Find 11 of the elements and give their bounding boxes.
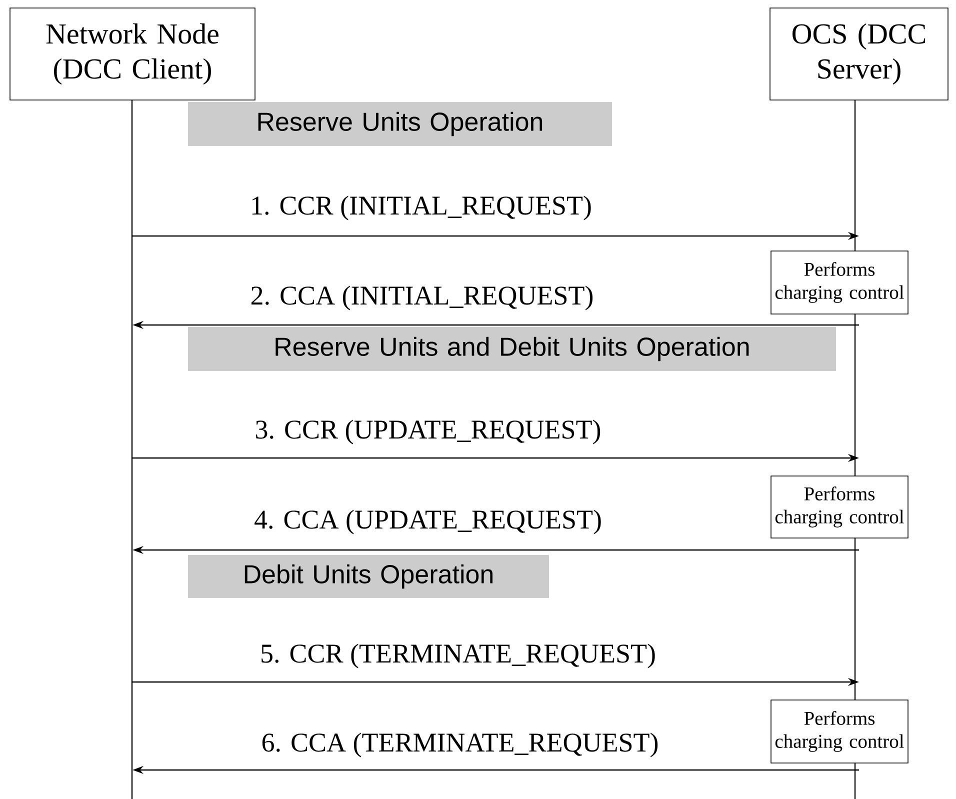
message-label: 2. CCA (INITIAL_REQUEST) [249, 284, 595, 312]
participant-box: Network Node (DCC Client) [10, 8, 256, 100]
operation-band: Debit Units Operation [188, 555, 549, 598]
operation-band: Reserve Units Operation [188, 102, 612, 146]
message-label: 4. CCA (UPDATE_REQUEST) [253, 508, 603, 536]
message-label: 1. CCR (INITIAL_REQUEST) [249, 194, 593, 222]
message-label: 6. CCA (TERMINATE_REQUEST) [260, 732, 660, 758]
operation-band: Reserve Units and Debit Units Operation [188, 327, 836, 371]
participant-box: OCS (DCC Server) [770, 8, 948, 100]
message-label: 5. CCR (TERMINATE_REQUEST) [259, 642, 657, 670]
message-label: 3. CCR (UPDATE_REQUEST) [254, 418, 602, 446]
